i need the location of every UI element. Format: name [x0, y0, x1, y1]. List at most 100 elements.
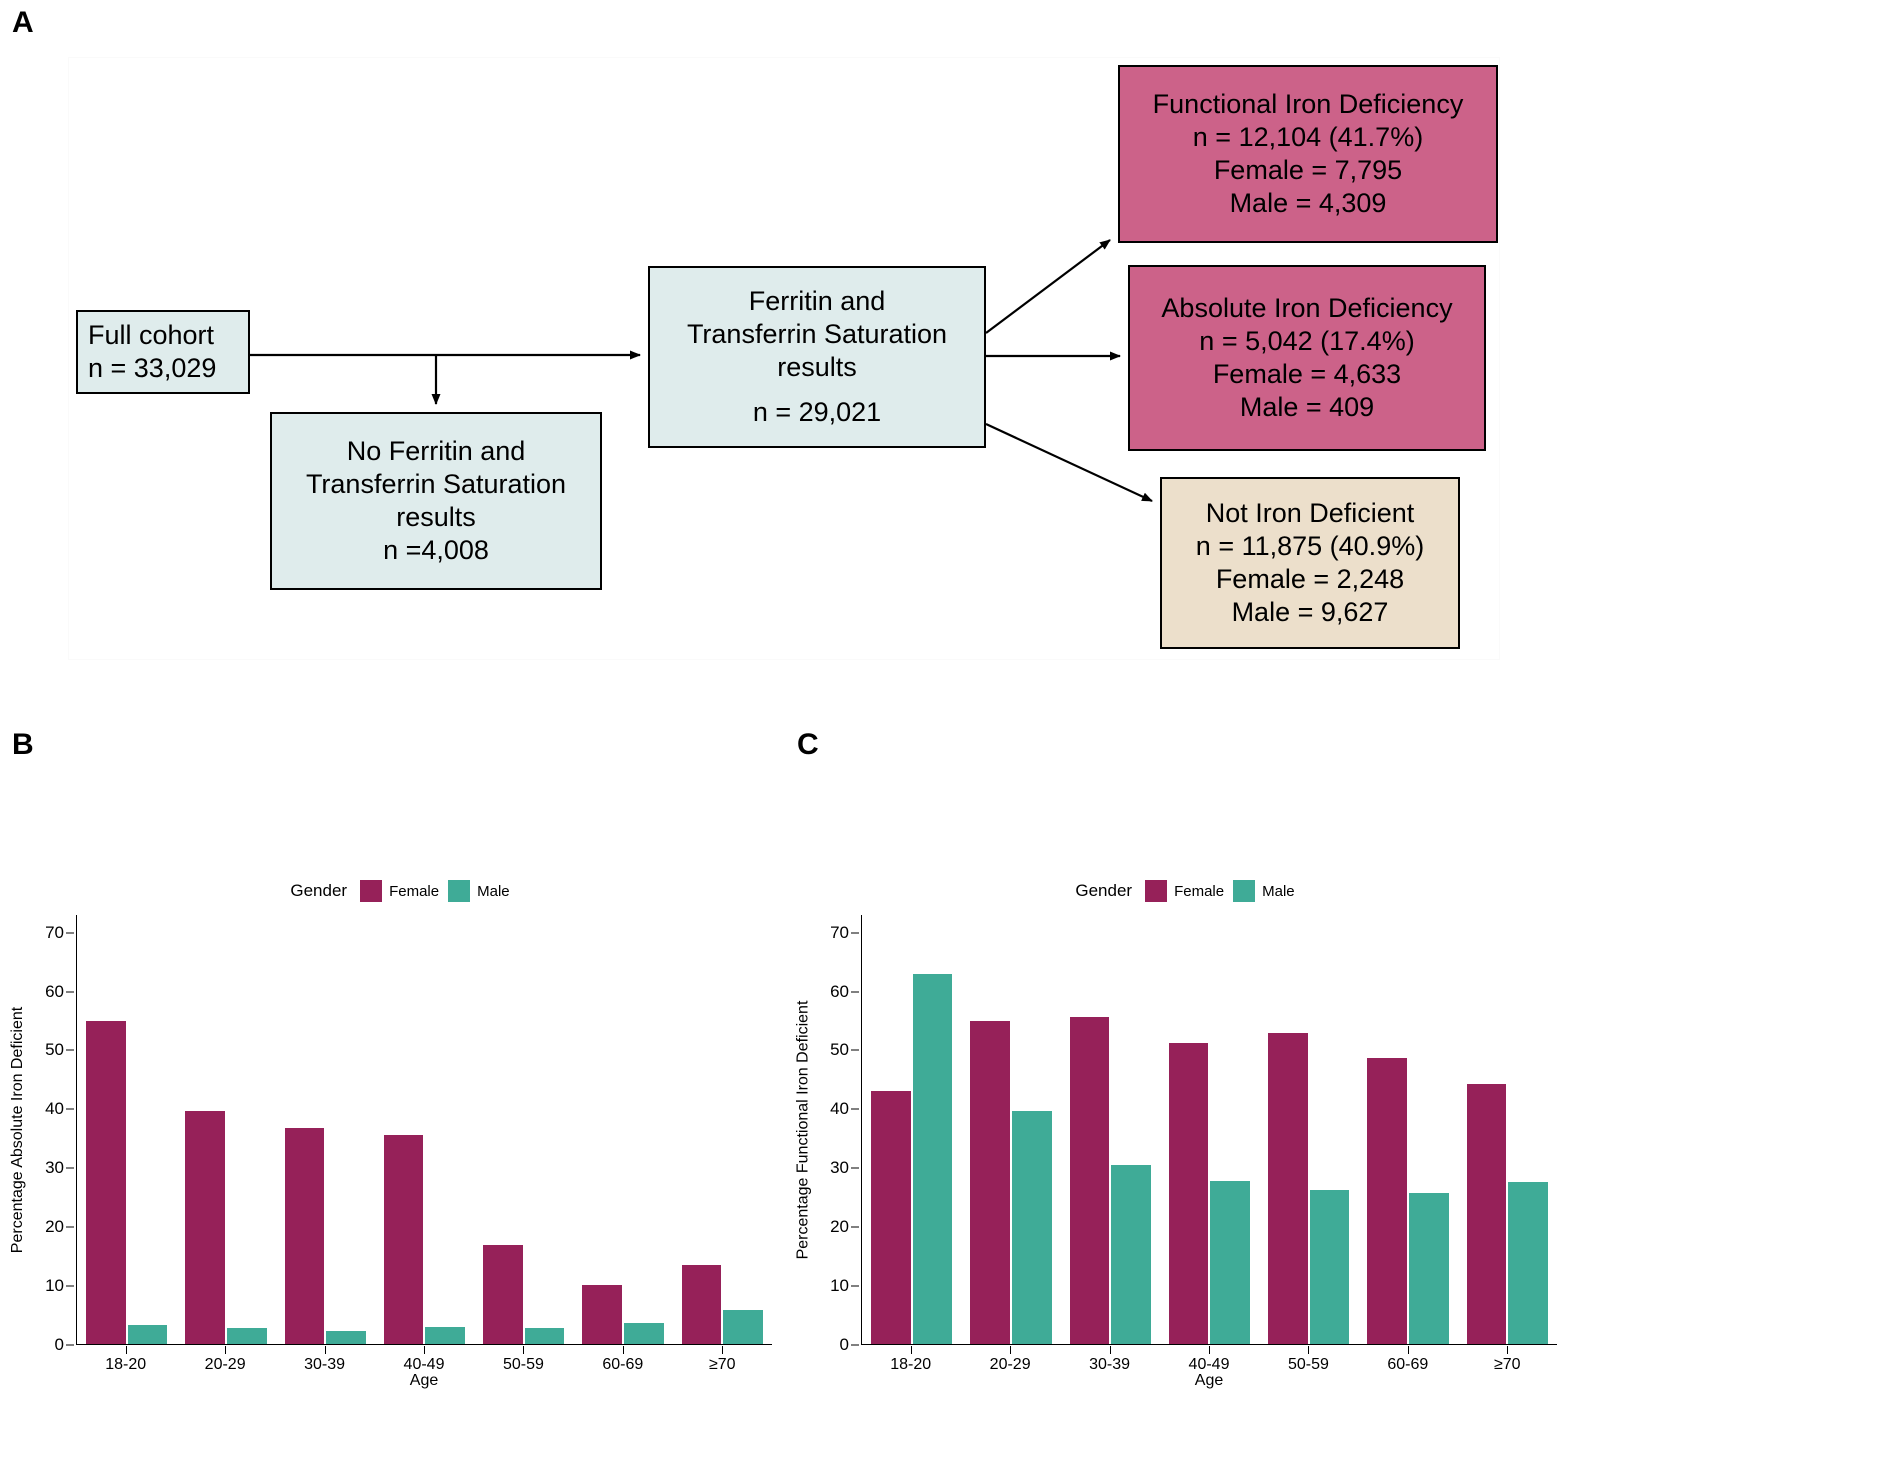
legend-item-male: Male: [1233, 880, 1295, 902]
panel-c-letter: C: [797, 728, 819, 761]
y-tick-mark: [66, 1167, 74, 1169]
bar-male: [326, 1331, 366, 1344]
y-tick-mark: [851, 1226, 859, 1228]
y-tick-label: 20: [45, 1217, 64, 1237]
flow-box-no-ferritin: No Ferritin and Transferrin Saturation r…: [270, 412, 602, 590]
y-tick-mark: [66, 1226, 74, 1228]
x-tick-mark: [622, 1346, 624, 1354]
y-tick-mark: [851, 1049, 859, 1051]
bar-groups-b: [77, 915, 772, 1344]
bar-female: [85, 1021, 126, 1344]
x-tick-label: 60-69: [1387, 1356, 1429, 1373]
x-tick-mark: [722, 1346, 724, 1354]
no-ferritin-line1: No Ferritin and: [346, 436, 526, 467]
y-tick-mark: [66, 1344, 74, 1346]
plot-b: [76, 915, 772, 1345]
bar-male: [1011, 1110, 1052, 1344]
bar-male: [1409, 1193, 1449, 1344]
y-tick-label: 70: [45, 922, 64, 942]
x-tick-mark: [1407, 1346, 1409, 1354]
bar-female: [1168, 1043, 1209, 1344]
bar-group: [1458, 915, 1557, 1344]
y-tick-label: 50: [830, 1040, 849, 1060]
bar-female: [970, 1021, 1010, 1344]
panel-a-letter: A: [12, 6, 34, 39]
legend-title: Gender: [290, 881, 348, 900]
y-tick-mark: [66, 932, 74, 934]
absolute-line4: Male = 409: [1239, 391, 1375, 422]
bar-male: [425, 1326, 466, 1344]
y-tick-label: 40: [830, 1099, 849, 1119]
not-deficient-line4: Male = 9,627: [1231, 596, 1389, 627]
legend-label-male: Male: [477, 882, 510, 900]
x-tick-label: ≥70: [1493, 1356, 1521, 1373]
bar-female: [1268, 1033, 1308, 1344]
bar-male: [1210, 1181, 1251, 1344]
legend-item-male: Male: [448, 880, 510, 902]
y-tick-label: 0: [839, 1335, 849, 1354]
absolute-line1: Absolute Iron Deficiency: [1161, 293, 1453, 324]
bar-group: [1061, 915, 1160, 1344]
flow-box-functional-iron-deficiency: Functional Iron Deficiency n = 12,104 (4…: [1118, 65, 1498, 243]
legend-label-male: Male: [1262, 882, 1295, 900]
flow-box-absolute-iron-deficiency: Absolute Iron Deficiency n = 5,042 (17.4…: [1128, 265, 1486, 451]
x-tick-label: ≥70: [708, 1356, 736, 1373]
flow-box-ferritin-results: Ferritin and Transferrin Saturation resu…: [648, 266, 986, 448]
x-tick-label: 40-49: [1188, 1356, 1230, 1373]
legend-swatch-male: [1233, 880, 1256, 902]
y-tick-mark: [66, 1285, 74, 1287]
bar-female: [681, 1265, 722, 1344]
y-tick-mark: [66, 1108, 74, 1110]
x-axis-label-b: Age: [409, 1372, 439, 1389]
panel-b-letter: B: [12, 728, 34, 761]
x-tick-mark: [523, 1346, 525, 1354]
bar-male: [1111, 1164, 1151, 1344]
y-tick-label: 20: [830, 1217, 849, 1237]
bar-group: [276, 915, 375, 1344]
ferritin-line1: Ferritin and: [748, 286, 886, 317]
y-tick-mark: [66, 991, 74, 993]
x-tick-mark: [424, 1346, 425, 1354]
x-tick-mark: [1308, 1346, 1310, 1354]
bar-male: [723, 1310, 764, 1344]
functional-line4: Male = 4,309: [1229, 187, 1387, 218]
bar-female: [870, 1090, 911, 1344]
functional-line2: n = 12,104 (41.7%): [1192, 122, 1424, 153]
absolute-line2: n = 5,042 (17.4%): [1199, 326, 1415, 357]
bar-group: [673, 915, 772, 1344]
legend-swatch-female: [360, 880, 383, 902]
legend-swatch-female: [1145, 880, 1168, 902]
y-tick-mark: [851, 1285, 859, 1287]
bar-groups-c: [862, 915, 1557, 1344]
bar-female: [1466, 1084, 1507, 1344]
y-tick-mark: [851, 991, 859, 993]
x-tick-label: 30-39: [304, 1356, 346, 1373]
x-tick-mark: [1507, 1346, 1509, 1354]
y-tick-mark: [851, 1167, 859, 1169]
x-tick-label: 30-39: [1089, 1356, 1131, 1373]
no-ferritin-line3: results: [396, 502, 476, 532]
x-tick-label: 40-49: [403, 1356, 445, 1373]
bar-male: [1508, 1182, 1549, 1344]
no-ferritin-line4: n =4,008: [383, 534, 489, 565]
bar-male: [524, 1328, 565, 1344]
x-tick-label: 18-20: [105, 1356, 147, 1373]
not-deficient-line3: Female = 2,248: [1215, 564, 1405, 594]
y-tick-label: 10: [45, 1276, 64, 1296]
y-tick-mark: [851, 1344, 859, 1346]
x-axis-label-c: Age: [1194, 1372, 1224, 1389]
flow-box-not-iron-deficient: Not Iron Deficient n = 11,875 (40.9%) Fe…: [1160, 477, 1460, 649]
legend-item-female: Female: [1145, 880, 1224, 902]
legend-b: Gender Female Male: [0, 880, 800, 902]
full-cohort-line2: n = 33,029: [88, 353, 217, 383]
x-tick-label: 50-59: [1287, 1356, 1329, 1373]
bar-group: [573, 915, 672, 1344]
absolute-line3: Female = 4,633: [1212, 359, 1402, 389]
x-tick-mark: [1010, 1346, 1012, 1354]
flow-box-full-cohort: Full cohort n = 33,029: [76, 310, 250, 394]
